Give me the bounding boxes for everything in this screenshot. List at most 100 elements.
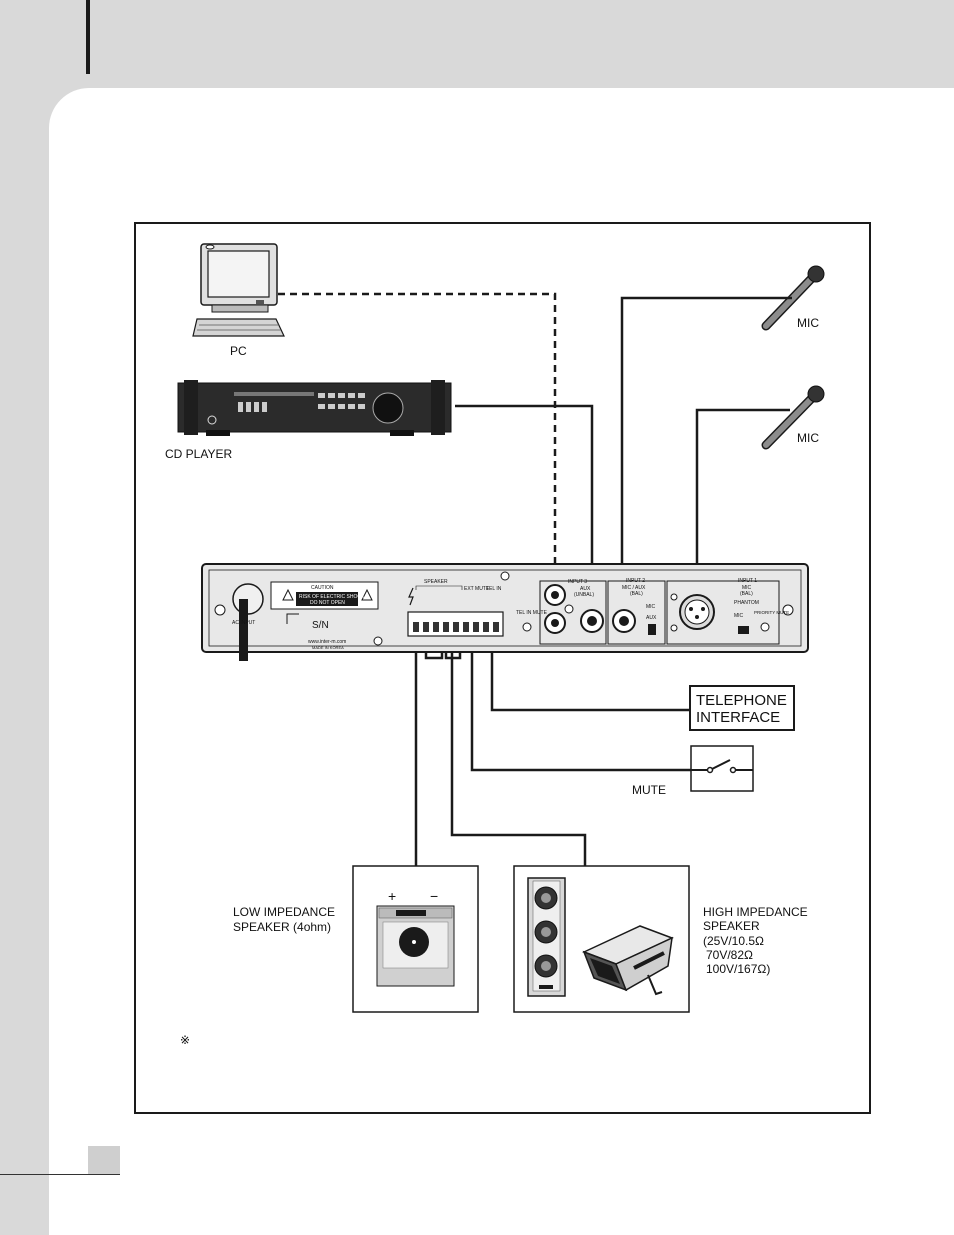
pc-computer: PC [192, 243, 285, 358]
cd-player-body [177, 382, 452, 433]
input2-bal-label: (BAL) [630, 591, 643, 597]
input2-aux-switch-label: AUX [646, 615, 657, 621]
warning-exclamation-icon [361, 588, 373, 601]
low-impedance-label-2: SPEAKER (4ohm) [233, 920, 331, 934]
tel-in-mute-trim-icon [522, 622, 532, 632]
priority-mute-trim-icon [760, 622, 770, 632]
speaker-plus-sign: + [388, 888, 396, 904]
input1-mic-switch-label: MIC [734, 613, 744, 619]
input1-bal-label: (BAL) [740, 591, 753, 597]
caution-title: CAUTION [311, 585, 334, 591]
serial-number-mark: S/N [312, 620, 329, 631]
cd-player-buttons [238, 393, 365, 412]
ac-input-label: AC INPUT [232, 620, 255, 626]
high-impedance-label-3: (25V/10.5Ω [703, 934, 764, 948]
pc-stand [211, 304, 269, 313]
high-impedance-label-5: 100V/167Ω) [706, 962, 770, 976]
input3-screw-icon [564, 604, 574, 614]
cd-player: CD PLAYER [165, 380, 452, 461]
input2-mic-switch-label: MIC [646, 604, 656, 610]
page-number-tab [88, 1146, 120, 1174]
telephone-interface: TELEPHONE INTERFACE [689, 685, 795, 731]
input3-label: INPUT 3 [568, 579, 587, 585]
high-impedance-cable [450, 628, 587, 866]
microphone-2-label: MIC [797, 431, 819, 445]
speaker-minus-sign: − [430, 888, 438, 904]
telephone-interface-label-1: TELEPHONE [696, 692, 787, 709]
telephone-interface-label-2: INTERFACE [696, 709, 780, 726]
cd-player-rack-ear-right [431, 380, 445, 435]
mic2-to-input1-cable [695, 408, 790, 605]
high-voltage-icon [408, 587, 414, 606]
footer-line [0, 1174, 120, 1175]
tel-in-mute-label: TEL IN MUTE [516, 610, 548, 616]
mute-cable [470, 628, 691, 772]
pc-keyboard-icon [192, 318, 285, 337]
made-in-label: MADE IN KOREA [312, 645, 344, 650]
tel-in-label: TEL IN [486, 586, 502, 592]
pc-logo-icon [205, 244, 215, 250]
microphone-1-head-icon [807, 265, 825, 283]
amplifier-rear-panel: AC INPUT CAUTION RISK OF ELECTRIC SHOCK … [201, 563, 809, 661]
ac-power-cord [239, 599, 248, 661]
pc-to-input3-cable [278, 292, 557, 586]
footer-panel [0, 1175, 49, 1235]
shock-warning-icon [282, 588, 294, 601]
cd-to-input3-cable [455, 404, 594, 620]
input3-unbal-label: (UNBAL) [574, 592, 594, 598]
phantom-label: PHANTOM [734, 600, 759, 606]
cd-player-headphone-jack-icon [207, 415, 217, 425]
ext-mute-label: EXT MUTE [464, 586, 490, 592]
cd-player-tray [234, 392, 314, 396]
telephone-interface-box [689, 685, 795, 731]
microphone-1-label: MIC [797, 316, 819, 330]
low-impedance-label-1: LOW IMPEDANCE [233, 905, 335, 919]
microphone-2-head-icon [807, 385, 825, 403]
mute-switch: MUTE [632, 745, 754, 797]
cables [278, 292, 792, 866]
high-impedance-label-2: SPEAKER [703, 919, 760, 933]
cd-player-rack-ear-left [184, 380, 198, 435]
cd-player-foot-left [206, 430, 230, 436]
horn-speaker-icon [582, 925, 674, 996]
caution-line-1: RISK OF ELECTRIC SHOCK [299, 594, 365, 600]
terminal-screws [413, 622, 499, 632]
microphone-2: MIC [761, 385, 825, 450]
mic1-to-input2-cable [620, 296, 792, 620]
input2-mic-aux-label: MIC / AUX [622, 585, 646, 591]
screw-top-icon [500, 571, 510, 581]
microphone-1: MIC [761, 265, 825, 331]
high-impedance-speaker: HIGH IMPEDANCE SPEAKER (25V/10.5Ω 70V/82… [513, 865, 808, 1013]
screw-right-icon [782, 604, 794, 616]
low-impedance-speaker: + − LOW IMPEDANCE SPEAKER (4ohm) [233, 865, 479, 1013]
website-label: www.inter-m.com [308, 639, 346, 645]
mute-switch-lever-icon [711, 759, 731, 770]
high-impedance-label-1: HIGH IMPEDANCE [703, 905, 808, 919]
cd-player-jog-dial-icon [372, 392, 404, 424]
input3-section [539, 580, 607, 645]
note-symbol: ※ [180, 1033, 190, 1047]
caution-text-band [296, 592, 358, 606]
input1-section [666, 580, 780, 645]
phantom-switch [738, 626, 749, 634]
diagram-frame [134, 222, 871, 1114]
input1-label: INPUT 1 [738, 578, 757, 584]
speaker-group-label: SPEAKER [424, 579, 448, 585]
high-impedance-label-4: 70V/82Ω [706, 948, 753, 962]
header-bar [86, 0, 90, 74]
cd-player-foot-right [390, 430, 414, 436]
screw-left-icon [214, 604, 226, 616]
input2-mic-aux-switch [648, 624, 656, 635]
mute-label: MUTE [632, 783, 666, 797]
pc-button-icon [256, 300, 264, 304]
screw-bottom-icon [373, 636, 383, 646]
mute-switch-box [690, 745, 754, 792]
input2-section [607, 580, 666, 645]
priority-mute-label: PRIORITY MUTE [754, 610, 789, 615]
telephone-cable [490, 628, 690, 712]
pc-monitor-screen [207, 250, 270, 298]
cd-player-label: CD PLAYER [165, 447, 232, 461]
pc-label: PC [230, 344, 247, 358]
caution-line-2: DO NOT OPEN [310, 600, 345, 606]
